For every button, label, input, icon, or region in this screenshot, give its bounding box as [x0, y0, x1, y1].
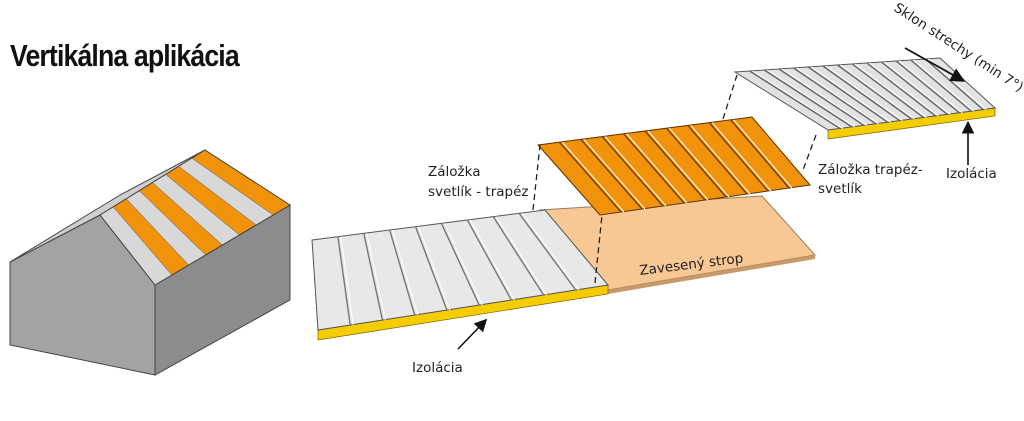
corrugation-rib: [730, 119, 790, 189]
corrugation-rib: [924, 58, 984, 111]
corrugation-rib: [604, 136, 667, 207]
corrugation-top: [749, 58, 987, 130]
corrugation-rib: [913, 59, 975, 112]
corrugation-rib: [825, 65, 903, 121]
label-insulation-bottom: Izolácia: [412, 360, 463, 376]
label-overlap-trapez-skylight: Záložka trapéz-: [818, 162, 923, 178]
corrugation-rib: [363, 233, 384, 321]
corrugation-rib: [388, 229, 416, 316]
corrugation-rib: [840, 64, 915, 120]
corrugation-rib: [492, 216, 545, 296]
roof-slope-arrow: [904, 47, 966, 82]
corrugation-rib: [687, 124, 748, 195]
corrugation-rib: [854, 63, 927, 118]
trapezoid-panel-orange: [537, 116, 811, 216]
corrugation-rib: [583, 139, 646, 210]
corrugation-rib: [752, 70, 844, 129]
corrugation-rib: [601, 136, 664, 207]
label-overlap-skylight-trapez: Záložka: [428, 164, 480, 180]
house-roof-right-outline: [99, 149, 291, 286]
corrugation-rib: [558, 141, 622, 213]
corrugation-rib: [562, 141, 625, 213]
corrugation-rib: [910, 59, 972, 112]
corrugation-rib: [810, 66, 891, 123]
corrugation-rib: [837, 64, 912, 120]
corrugation-rib: [898, 60, 963, 114]
corrugation-rib: [669, 127, 730, 198]
corrugation-rib: [781, 68, 868, 126]
corrugation-rib: [807, 66, 889, 123]
insulation-bottom-arrow: [457, 318, 488, 350]
corrugation-rib: [895, 60, 960, 114]
corrugation-rib: [665, 127, 727, 198]
corrugation-rib: [440, 223, 480, 306]
corrugation-rib: [580, 138, 643, 210]
corrugation-rib: [414, 226, 448, 311]
corrugation-rib: [469, 219, 515, 301]
dashed-connectors: [532, 74, 817, 284]
corrugation-rib: [340, 236, 354, 326]
corrugation-orange: [558, 119, 793, 213]
label-overlap-skylight-trapez-2: svetlík - trapéz: [428, 184, 528, 200]
corrugation-rib: [690, 125, 751, 195]
label-overlap-trapez-skylight-2: svetlík: [818, 181, 862, 197]
corrugation-rib: [733, 119, 793, 189]
corrugation-rib: [366, 233, 386, 321]
corrugation-rib: [647, 130, 709, 201]
corrugation-rib: [711, 122, 772, 192]
corrugation-rib: [778, 68, 865, 126]
corrugation-rib: [796, 67, 879, 125]
corrugation-rib: [884, 61, 951, 115]
corrugation-rib: [626, 133, 688, 204]
ceiling-edge: [608, 255, 815, 294]
corrugation-rib: [495, 216, 547, 296]
corrugation-rib: [763, 69, 853, 128]
corrugation-rib: [708, 122, 769, 192]
corrugation-rib: [392, 229, 419, 316]
corrugation-rib: [466, 219, 512, 301]
corrugation-rib: [822, 65, 900, 122]
corrugation-rib: [866, 62, 936, 117]
page-title: Vertikálna aplikácia: [10, 38, 240, 73]
corrugation-rib: [644, 130, 706, 201]
corrugation-rib: [793, 67, 877, 125]
corrugation-rib: [337, 236, 351, 326]
corrugation-rib: [869, 62, 939, 117]
house-illustration: [9, 149, 291, 376]
label-insulation-top: Izolácia: [946, 166, 997, 182]
corrugation-rib: [443, 223, 483, 306]
corrugation-rib: [749, 70, 841, 130]
corrugation-bottom: [337, 212, 580, 326]
corrugation-rib: [623, 133, 685, 204]
corrugation-rib: [518, 212, 577, 291]
corrugation-rib: [521, 213, 580, 291]
corrugation-rib: [418, 226, 451, 311]
corrugation-rib: [851, 63, 924, 118]
corrugation-rib: [880, 61, 948, 115]
corrugation-rib: [767, 69, 856, 128]
